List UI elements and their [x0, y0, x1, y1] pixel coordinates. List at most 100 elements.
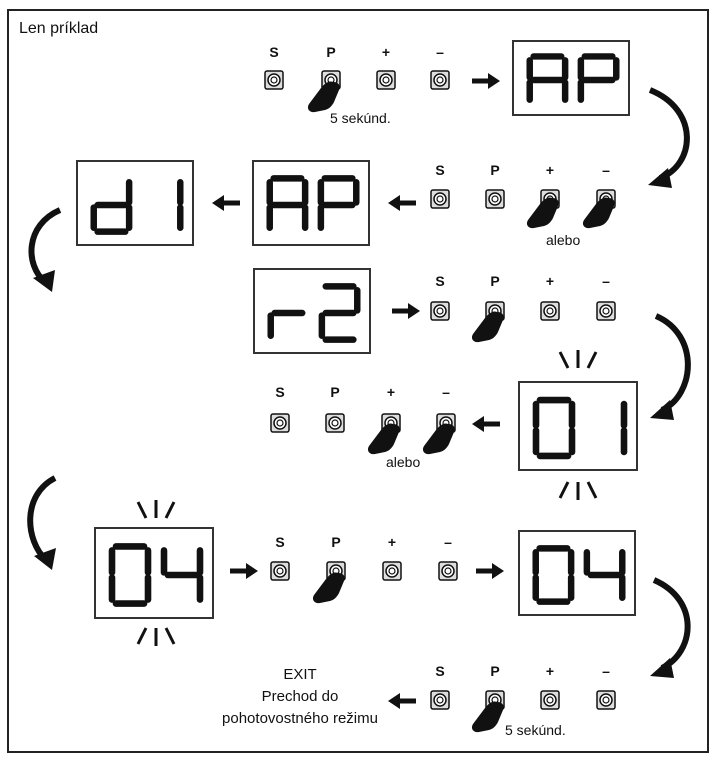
push-button-icon	[325, 413, 345, 433]
curved-arrow-icon	[27, 475, 57, 570]
arrow-left-icon	[472, 416, 500, 432]
label-p: P	[490, 273, 500, 289]
push-button-icon	[430, 70, 450, 90]
display-01-digits	[532, 396, 628, 460]
display-04	[518, 530, 636, 616]
label-p: P	[326, 44, 336, 60]
display-d1-digits	[90, 178, 184, 235]
arrow-right-icon	[476, 563, 504, 579]
label-minus: –	[602, 162, 610, 178]
button-s[interactable]	[430, 690, 450, 710]
exit-caption: EXIT Prechod do pohotovostného režimu	[190, 664, 410, 730]
exit-line-3: pohotovostného režimu	[222, 710, 378, 727]
push-button-icon	[264, 70, 284, 90]
label-s: S	[435, 663, 445, 679]
curved-arrow-icon	[650, 577, 691, 678]
push-button-icon	[270, 561, 290, 581]
push-button-icon	[540, 690, 560, 710]
pressing-finger-icon	[367, 423, 400, 455]
display-d1	[76, 160, 194, 246]
diagram-frame	[7, 9, 709, 753]
label-minus: –	[602, 663, 610, 679]
or-caption: alebo	[546, 232, 581, 248]
display-ap-2-digits	[266, 175, 360, 232]
pressing-finger-icon	[422, 423, 455, 455]
label-plus: +	[381, 44, 391, 60]
pressing-finger-icon	[471, 311, 504, 343]
button-plus[interactable]	[540, 301, 560, 321]
push-button-icon	[382, 561, 402, 581]
button-s[interactable]	[264, 70, 284, 90]
push-button-icon	[430, 189, 450, 209]
label-p: P	[330, 384, 340, 400]
push-button-icon	[438, 561, 458, 581]
or-caption: alebo	[386, 454, 421, 470]
display-04-blinking-digits	[108, 543, 204, 607]
button-plus[interactable]	[382, 561, 402, 581]
exit-line-2: Prechod do	[261, 688, 339, 705]
arrow-right-icon	[472, 73, 500, 89]
hold-5s-caption: 5 sekúnd.	[505, 722, 566, 738]
push-button-icon	[596, 690, 616, 710]
display-r2-digits	[267, 283, 361, 343]
pressing-finger-icon	[312, 572, 345, 604]
label-s: S	[435, 273, 445, 289]
push-button-icon	[430, 301, 450, 321]
label-p: P	[490, 663, 500, 679]
arrow-right-icon	[392, 303, 420, 319]
label-plus: +	[545, 162, 555, 178]
arrow-left-icon	[388, 195, 416, 211]
display-01	[518, 381, 638, 471]
label-minus: –	[442, 384, 450, 400]
button-minus[interactable]	[596, 301, 616, 321]
curved-arrow-icon	[28, 207, 62, 292]
display-04-digits	[532, 545, 626, 605]
push-button-icon	[430, 690, 450, 710]
pressing-finger-icon	[307, 81, 340, 113]
push-button-icon	[270, 413, 290, 433]
label-minus: –	[444, 534, 452, 550]
button-s[interactable]	[430, 189, 450, 209]
label-plus: +	[545, 663, 555, 679]
push-button-icon	[540, 301, 560, 321]
button-p[interactable]	[325, 413, 345, 433]
display-ap-2	[252, 160, 370, 246]
pressing-finger-icon	[582, 197, 615, 229]
exit-label: EXIT	[283, 666, 317, 683]
curved-arrow-icon	[648, 87, 690, 188]
label-s: S	[275, 384, 285, 400]
button-s[interactable]	[270, 561, 290, 581]
arrow-left-icon	[388, 693, 416, 709]
diagram-title: Len príklad	[19, 20, 99, 37]
button-s[interactable]	[430, 301, 450, 321]
curved-arrow-icon	[650, 313, 691, 420]
label-p: P	[331, 534, 341, 550]
button-minus[interactable]	[438, 561, 458, 581]
blink-marks-icon	[136, 350, 598, 646]
label-plus: +	[386, 384, 396, 400]
display-r2	[253, 268, 371, 354]
display-ap-1-digits	[526, 53, 620, 103]
push-button-icon	[376, 70, 396, 90]
label-minus: –	[602, 273, 610, 289]
button-plus[interactable]	[540, 690, 560, 710]
pressing-finger-icon	[526, 197, 559, 229]
button-plus[interactable]	[376, 70, 396, 90]
label-plus: +	[545, 273, 555, 289]
label-plus: +	[387, 534, 397, 550]
button-s[interactable]	[270, 413, 290, 433]
pressing-finger-icon	[471, 701, 504, 733]
label-s: S	[435, 162, 445, 178]
label-s: S	[269, 44, 279, 60]
push-button-icon	[485, 189, 505, 209]
arrow-left-icon	[212, 195, 240, 211]
label-minus: –	[436, 44, 444, 60]
button-minus[interactable]	[596, 690, 616, 710]
display-04-blinking	[94, 527, 214, 619]
button-p[interactable]	[485, 189, 505, 209]
arrow-right-icon	[230, 563, 258, 579]
label-s: S	[275, 534, 285, 550]
button-minus[interactable]	[430, 70, 450, 90]
hold-5s-caption: 5 sekúnd.	[330, 110, 391, 126]
